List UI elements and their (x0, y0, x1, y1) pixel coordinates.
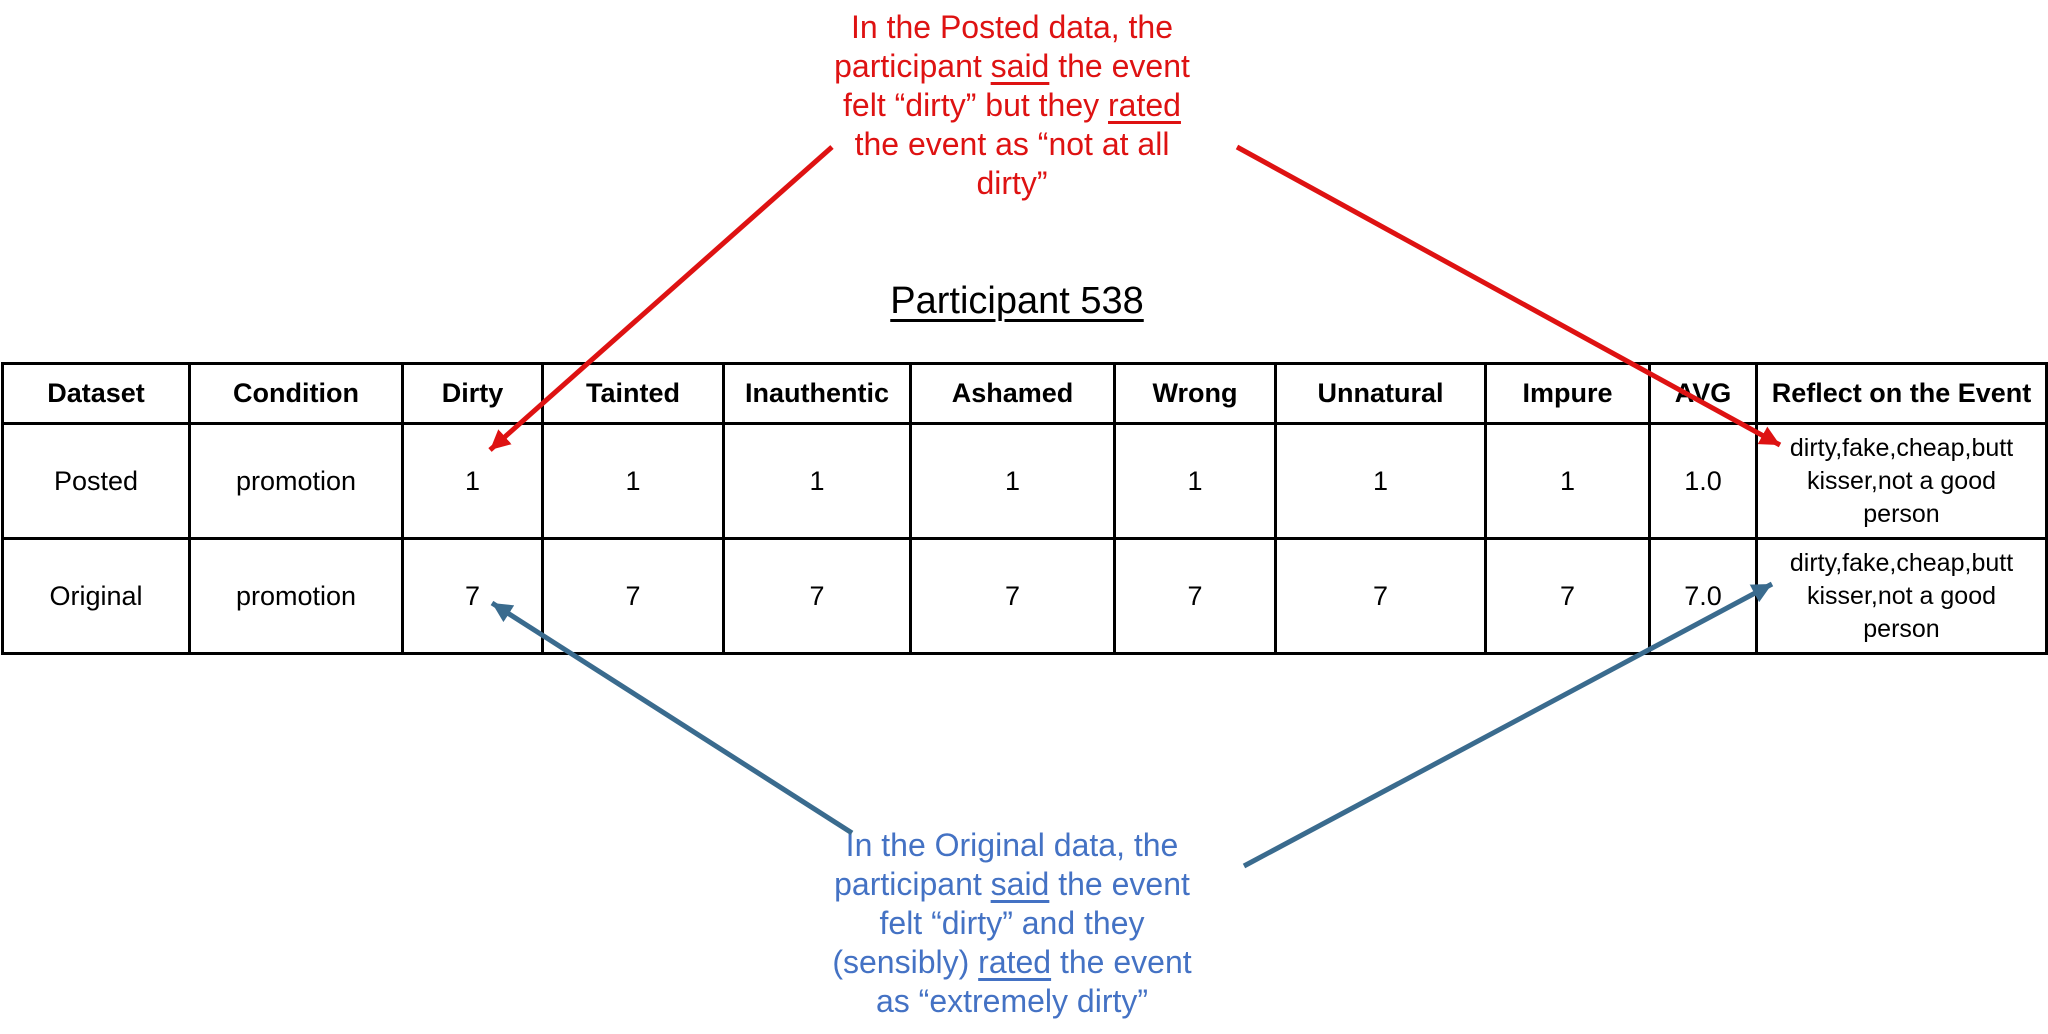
header-cell-tainted: Tainted (541, 362, 725, 425)
cell-posted-ashamed: 1 (909, 422, 1116, 540)
cell-original-avg: 7.0 (1648, 537, 1758, 655)
header-cell-reflect: Reflect on the Event (1755, 362, 2048, 425)
cell-posted-condition: promotion (188, 422, 404, 540)
cell-posted-unnatural: 1 (1274, 422, 1487, 540)
cell-posted-tainted: 1 (541, 422, 725, 540)
table-row-original: Original promotion 7 7 7 7 7 7 7 7.0 dir… (1, 537, 2048, 655)
header-cell-ashamed: Ashamed (909, 362, 1116, 425)
header-cell-unnatural: Unnatural (1274, 362, 1487, 425)
table-header-row: Dataset Condition Dirty Tainted Inauthen… (1, 362, 2048, 425)
participant-data-table: Dataset Condition Dirty Tainted Inauthen… (1, 362, 2048, 655)
header-cell-condition: Condition (188, 362, 404, 425)
cell-original-ashamed: 7 (909, 537, 1116, 655)
table-row-posted: Posted promotion 1 1 1 1 1 1 1 1.0 dirty… (1, 422, 2048, 540)
cell-posted-wrong: 1 (1113, 422, 1277, 540)
data-table: Dataset Condition Dirty Tainted Inauthen… (1, 362, 2048, 655)
header-cell-dataset: Dataset (1, 362, 191, 425)
cell-posted-dirty: 1 (401, 422, 544, 540)
cell-original-tainted: 7 (541, 537, 725, 655)
cell-original-unnatural: 7 (1274, 537, 1487, 655)
cell-original-dataset: Original (1, 537, 191, 655)
cell-original-condition: promotion (188, 537, 404, 655)
header-cell-inauthentic: Inauthentic (722, 362, 912, 425)
slide-title: Participant 538 (890, 280, 1144, 322)
cell-posted-inauthentic: 1 (722, 422, 912, 540)
cell-posted-dataset: Posted (1, 422, 191, 540)
cell-posted-reflect: dirty,fake,cheap,butt kisser,not a good … (1755, 422, 2048, 540)
header-cell-impure: Impure (1484, 362, 1651, 425)
cell-original-reflect: dirty,fake,cheap,butt kisser,not a good … (1755, 537, 2048, 655)
cell-posted-impure: 1 (1484, 422, 1651, 540)
cell-original-inauthentic: 7 (722, 537, 912, 655)
header-cell-wrong: Wrong (1113, 362, 1277, 425)
cell-original-dirty: 7 (401, 537, 544, 655)
header-cell-avg: AVG (1648, 362, 1758, 425)
cell-posted-avg: 1.0 (1648, 422, 1758, 540)
cell-original-wrong: 7 (1113, 537, 1277, 655)
cell-original-impure: 7 (1484, 537, 1651, 655)
header-cell-dirty: Dirty (401, 362, 544, 425)
